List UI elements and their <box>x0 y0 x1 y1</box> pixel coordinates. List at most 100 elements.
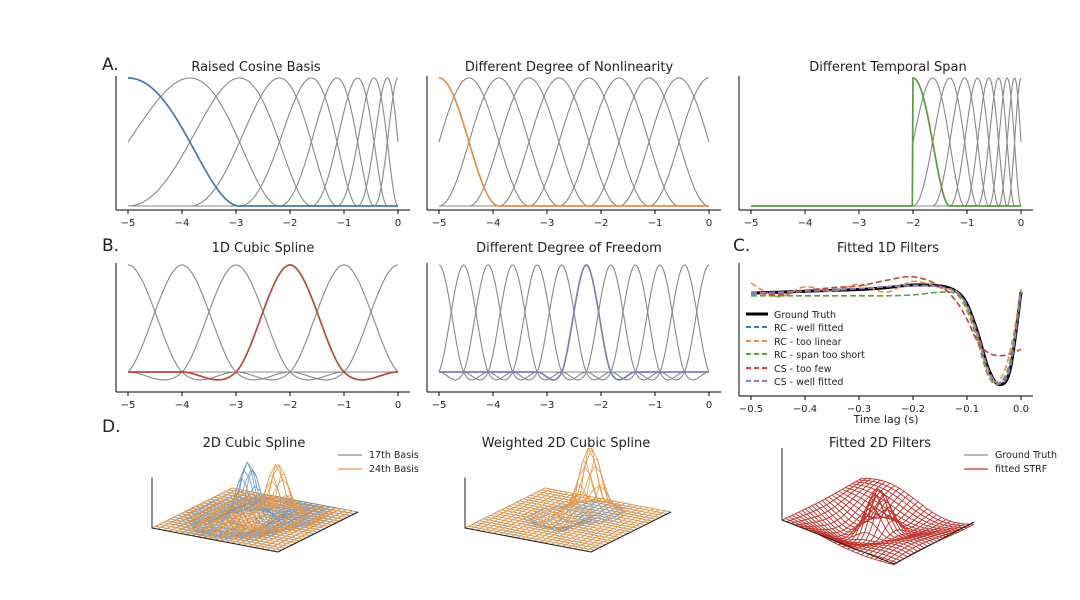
c-series-line-4 <box>750 275 1022 357</box>
c-x-tick-label: 0.0 <box>1013 404 1029 415</box>
d1-24th-basis-mesh <box>254 507 336 548</box>
b2-basis-line <box>439 264 710 381</box>
panel-d1-surface <box>151 461 359 553</box>
d3-fitted-strf-mesh <box>785 518 898 564</box>
a3-x-tick-label: −2 <box>906 218 921 229</box>
panel-title-b2: Different Degree of Freedom <box>476 241 662 256</box>
c-series-line-5 <box>750 285 1022 385</box>
a1-x-tick-label: 0 <box>395 218 401 229</box>
panel-letter-d: D. <box>102 417 121 437</box>
panel-d1-legend: 17th Basis 24th Basis <box>338 450 419 475</box>
a3-basis-line <box>751 77 1021 207</box>
panel-title-c: Fitted 1D Filters <box>837 241 939 256</box>
legend-label-24th-basis: 24th Basis <box>369 464 419 475</box>
legend-label-rc-too-linear: RC - too linear <box>774 337 842 348</box>
d2-weighted-basis-mesh <box>483 518 610 544</box>
b2-x-tick-label: −5 <box>432 400 447 411</box>
d1-24th-basis-mesh <box>232 494 313 544</box>
panel-letter-a: A. <box>102 55 119 75</box>
d2-weighted-basis-mesh <box>567 507 649 548</box>
d1-24th-basis-mesh <box>220 464 301 542</box>
c-x-tick-label: −0.5 <box>739 404 763 415</box>
panel-title-d1: 2D Cubic Spline <box>203 436 306 451</box>
a2-x-tick-label: −1 <box>648 218 663 229</box>
d2-weighted-basis-mesh <box>468 525 595 551</box>
b2-highlight-basis-line <box>439 264 709 381</box>
b2-basis-line <box>439 264 709 381</box>
b2-x-tick-label: −2 <box>594 400 609 411</box>
d2-weighted-basis-mesh <box>490 514 617 540</box>
b2-basis-line <box>439 264 709 381</box>
a1-x-tick-label: −3 <box>229 218 244 229</box>
d3-fitted-strf-mesh <box>781 519 895 566</box>
a3-basis-line <box>751 77 1021 207</box>
b2-x-tick-label: −3 <box>540 400 555 411</box>
b2-x-tick-label: 0 <box>706 400 712 411</box>
panel-d3-surface <box>781 448 975 566</box>
b2-basis-line <box>439 264 709 381</box>
b1-x-tick-label: −1 <box>337 400 352 411</box>
panel-c-legend: Ground Truth RC - well fitted RC - too l… <box>746 310 865 388</box>
b2-basis-line <box>438 264 709 381</box>
b2-basis-line <box>439 264 709 381</box>
b1-x-tick-label: −4 <box>175 400 190 411</box>
c-x-tick-label: −0.1 <box>955 404 979 415</box>
a3-basis-line <box>751 77 1022 207</box>
a3-x-tick-label: −3 <box>852 218 867 229</box>
a3-basis-line <box>751 77 1022 207</box>
legend-label-rc-span-too-short: RC - span too short <box>774 350 865 361</box>
b2-x-tick-label: −1 <box>648 400 663 411</box>
a3-basis-line <box>751 77 1021 207</box>
b1-basis-line <box>128 264 398 381</box>
d2-weighted-basis-mesh <box>539 459 620 543</box>
legend-label-cs-well-fitted: CS - well fitted <box>774 377 843 388</box>
d1-24th-basis-mesh <box>177 514 304 540</box>
panel-title-b1: 1D Cubic Spline <box>212 241 315 256</box>
b1-x-tick-label: −5 <box>121 400 136 411</box>
d1-24th-basis-mesh <box>266 509 347 551</box>
b1-basis-line <box>127 264 398 381</box>
panel-d2-surface <box>464 447 672 553</box>
legend-label-fitted-strf: fitted STRF <box>995 464 1047 475</box>
a1-x-tick-label: −1 <box>337 218 352 229</box>
d2-weighted-basis-mesh <box>497 511 624 536</box>
c-x-tick-label: −0.4 <box>793 404 817 415</box>
d3-ground-truth-mesh <box>851 483 965 530</box>
b2-x-tick-label: −4 <box>486 400 501 411</box>
a2-x-tick-label: 0 <box>706 218 712 229</box>
panel-d3-legend: Ground Truth fitted STRF <box>964 450 1057 475</box>
c-x-tick-label: −0.3 <box>847 404 871 415</box>
d2-weighted-basis-mesh <box>504 507 632 533</box>
d1-17th-basis-mesh <box>237 504 319 545</box>
a3-x-tick-label: −4 <box>798 218 813 229</box>
d1-24th-basis-mesh <box>272 510 353 552</box>
d2-weighted-basis-mesh <box>562 506 643 547</box>
d3-fitted-strf-mesh <box>884 523 965 563</box>
d3-fitted-strf-mesh <box>788 516 901 562</box>
panel-letter-c: C. <box>733 236 750 256</box>
a3-basis-line <box>751 77 1021 207</box>
b1-x-tick-label: −3 <box>229 400 244 411</box>
a2-x-tick-label: −3 <box>540 218 555 229</box>
d2-weighted-basis-mesh <box>494 513 621 538</box>
d1-24th-basis-mesh <box>184 511 311 537</box>
d1-24th-basis-mesh <box>188 509 315 535</box>
d2-weighted-basis-mesh <box>556 505 637 546</box>
a3-x-tick-label: −5 <box>744 218 759 229</box>
a2-x-tick-label: −4 <box>486 218 501 229</box>
a2-x-tick-label: −5 <box>432 218 447 229</box>
legend-label-cs-too-few: CS - too few <box>774 364 832 375</box>
d1-24th-basis-mesh <box>181 513 308 538</box>
b1-highlight-basis-line <box>128 264 398 381</box>
d3-fitted-strf-mesh <box>795 513 908 558</box>
b2-basis-line <box>439 264 709 381</box>
d1-24th-basis-mesh <box>237 505 319 545</box>
c-series-line-3 <box>751 291 1022 386</box>
b2-basis-line <box>439 264 709 381</box>
b2-basis-line <box>439 264 709 381</box>
panel-title-a3: Different Temporal Span <box>809 60 966 75</box>
